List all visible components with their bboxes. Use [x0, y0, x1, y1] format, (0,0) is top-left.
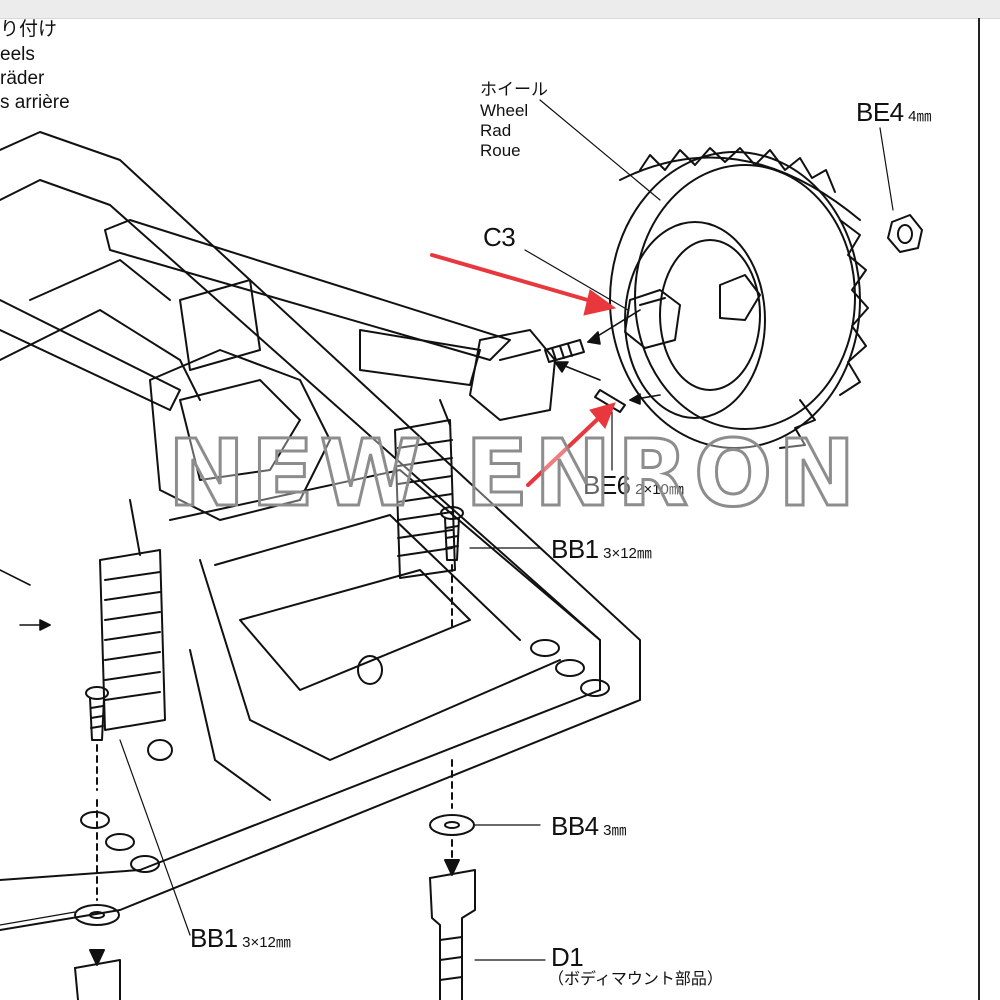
part-bb1-right-size: 3×12㎜	[603, 545, 652, 562]
gearbox	[149, 279, 331, 521]
bb4-washer-left	[74, 904, 120, 966]
header-line-en: eels	[0, 44, 35, 65]
part-be4-label: BE4 4㎜	[856, 99, 931, 125]
wheel-hub	[624, 274, 761, 349]
bb1-screw-left	[85, 686, 109, 901]
be6-pin	[594, 389, 626, 413]
header-line-de: räder	[0, 68, 45, 89]
wheel-label-en: Wheel	[480, 101, 529, 120]
part-be4-code: BE4	[856, 97, 904, 127]
part-bb4-label: BB4 3㎜	[551, 813, 626, 839]
page-edge-divider	[978, 18, 980, 1000]
left-shock	[99, 499, 166, 731]
wheel-label-fr: Roue	[480, 141, 521, 160]
wheel-tire	[609, 147, 869, 449]
be4-nut	[887, 214, 923, 253]
mounting-holes	[80, 639, 610, 873]
part-bb1-right-code: BB1	[551, 534, 599, 564]
part-bb4-size: 3㎜	[603, 822, 627, 839]
watermark-text: NEW ENRON	[166, 420, 862, 527]
part-bb1-bottom-code: BB1	[190, 923, 238, 953]
wheel-label-de: Rad	[480, 121, 512, 140]
red-annotation-arrows	[430, 253, 617, 487]
part-be6-label: BE6 2×10㎜	[583, 472, 684, 498]
wheel-label-jp: ホイール	[480, 80, 548, 99]
direction-arrows	[0, 309, 661, 631]
part-bb1-bottom-label: BB1 3×12㎜	[190, 925, 291, 951]
part-d1-note: （ボディマウント部品）	[548, 971, 723, 988]
axle-stub	[544, 339, 585, 363]
part-bb1-bottom-size: 3×12㎜	[242, 934, 291, 951]
part-bb1-right-label: BB1 3×12㎜	[551, 536, 652, 562]
header-line-fr: s arrière	[0, 92, 70, 113]
header-line-jp: り付け	[0, 19, 58, 40]
bb1-screw-right	[440, 506, 464, 809]
part-be6-size: 2×10㎜	[635, 481, 684, 498]
d1-body-mount-left	[74, 959, 121, 1000]
bb4-washer	[429, 814, 475, 876]
part-be4-size: 4㎜	[908, 108, 932, 125]
upper-arm	[0, 219, 511, 411]
part-d1-code: D1	[551, 942, 584, 972]
chassis-outline	[0, 131, 641, 931]
part-be6-code: BE6	[583, 470, 631, 500]
leader-lines	[0, 99, 894, 961]
part-bb4-code: BB4	[551, 811, 599, 841]
right-shock	[394, 399, 456, 579]
hub-carrier	[469, 329, 556, 421]
viewer-top-bar	[0, 0, 1000, 19]
d1-body-mount	[429, 869, 476, 1000]
part-c3-label: C3	[483, 222, 516, 252]
